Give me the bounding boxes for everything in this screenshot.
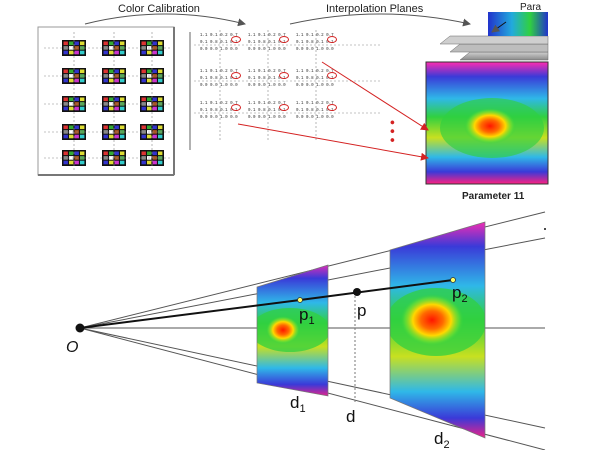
interpolation-arrow: [289, 13, 471, 27]
matrix-row-text: 0.0 0.0 1.0 0.0: [200, 116, 238, 120]
stacked-plane: [459, 51, 549, 61]
matrix-row-text: 0.1 0.8 0.1 0.1: [296, 77, 334, 81]
d1-label: d1: [290, 393, 306, 415]
selected-entry-marker: [231, 36, 241, 43]
matrix-row-text: 1.1 0.1 0.2 0.7: [296, 70, 334, 74]
matrix-row-text: 0.0 0.0 1.0 0.0: [296, 48, 334, 52]
parameter-top-label: Para: [520, 2, 542, 13]
origin-label: O: [66, 339, 78, 356]
matrix-row-text: 0.1 0.8 0.1 0.1: [296, 41, 334, 45]
ellipsis-dots: • • •: [385, 120, 401, 143]
matrix-row-text: 1.1 0.1 0.2 0.7: [296, 102, 334, 106]
matrix-row-text: 1.1 0.1 0.2 0.7: [200, 34, 238, 38]
stacked-plane: [449, 43, 549, 53]
selected-entry-marker: [279, 104, 289, 111]
p2-label: p2: [452, 283, 468, 305]
selected-entry-marker: [231, 104, 241, 111]
mapping-arrow: [237, 123, 429, 161]
selected-entry-marker: [279, 72, 289, 79]
calibration-arrow: [84, 13, 246, 27]
selected-entry-marker: [231, 72, 241, 79]
selected-entry-marker: [327, 104, 337, 111]
ray-to-p1: [79, 299, 301, 329]
matrix-row-text: 0.0 0.0 1.0 0.0: [248, 48, 286, 52]
transform-matrix: 1.1 0.1 0.2 0.7 0.1 0.8 0.1 0.1 0.0 0.0 1.…: [296, 102, 337, 120]
matrix-row-text: 1.1 0.1 0.2 0.7: [200, 70, 238, 74]
selected-entry-marker: [327, 72, 337, 79]
color-chart-grid: [44, 32, 170, 170]
matrix-row-text: 0.1 0.8 0.1 0.1: [248, 109, 286, 113]
matrix-row-text: 0.1 0.8 0.1 0.1: [200, 77, 238, 81]
p-point: [353, 288, 361, 296]
stacked-plane: [439, 35, 549, 45]
color-calibration-label: Color Calibration: [118, 3, 200, 15]
parameter-top-plane: [488, 12, 548, 36]
p2-point: [450, 277, 456, 283]
matrix-row-text: 1.1 0.1 0.2 0.7: [248, 34, 286, 38]
matrix-row-text: 0.0 0.0 1.0 0.0: [200, 48, 238, 52]
matrix-row-text: 0.1 0.8 0.1 0.1: [296, 109, 334, 113]
far-plane-heatmap: [390, 222, 485, 438]
p-label: p: [357, 301, 366, 320]
matrix-row-text: 0.1 0.8 0.1 0.1: [200, 41, 238, 45]
transform-matrix: 1.1 0.1 0.2 0.7 0.1 0.8 0.1 0.1 0.0 0.0 1.…: [200, 70, 241, 88]
d2-label: d2: [434, 429, 450, 450]
matrix-row-text: 1.1 0.1 0.2 0.7: [296, 34, 334, 38]
matrix-row-text: 0.0 0.0 1.0 0.0: [200, 84, 238, 88]
transform-matrix: 1.1 0.1 0.2 0.7 0.1 0.8 0.1 0.1 0.0 0.0 1.…: [200, 102, 241, 120]
selected-entry-marker: [327, 36, 337, 43]
transform-matrix: 1.1 0.1 0.2 0.7 0.1 0.8 0.1 0.1 0.0 0.0 1.…: [296, 70, 337, 88]
interpolation-planes-label: Interpolation Planes: [326, 3, 424, 15]
transform-matrix: 1.1 0.1 0.2 0.7 0.1 0.8 0.1 0.1 0.0 0.0 1.…: [248, 34, 289, 52]
matrix-row-text: 0.0 0.0 1.0 0.0: [296, 116, 334, 120]
near-plane-heatmap: [257, 265, 328, 396]
parameter-heatmap: [425, 61, 549, 185]
matrix-row-text: 0.1 0.8 0.1 0.1: [200, 109, 238, 113]
p1-label: p1: [299, 305, 315, 327]
p1-p2-segment: [299, 279, 454, 301]
matrix-grid: 1.1 0.1 0.2 0.7 0.1 0.8 0.1 0.1 0.0 0.0 1.…: [194, 30, 380, 140]
matrix-row-text: 0.1 0.8 0.1 0.1: [248, 41, 286, 45]
matrix-row-text: 1.1 0.1 0.2 0.7: [248, 102, 286, 106]
parameter-bottom-label: Parameter 11: [462, 191, 525, 202]
selected-entry-marker: [279, 36, 289, 43]
origin-point: [75, 323, 85, 333]
p1-point: [297, 297, 303, 303]
matrix-row-text: 1.1 0.1 0.2 0.7: [248, 70, 286, 74]
transform-matrix: 1.1 0.1 0.2 0.7 0.1 0.8 0.1 0.1 0.0 0.0 1.…: [248, 102, 289, 120]
d-label: d: [346, 407, 355, 426]
mapping-arrow: [321, 61, 429, 131]
matrix-row-text: 0.0 0.0 1.0 0.0: [248, 84, 286, 88]
matrix-row-text: 0.0 0.0 1.0 0.0: [248, 116, 286, 120]
transform-matrix: 1.1 0.1 0.2 0.7 0.1 0.8 0.1 0.1 0.0 0.0 1.…: [200, 34, 241, 52]
transform-matrix: 1.1 0.1 0.2 0.7 0.1 0.8 0.1 0.1 0.0 0.0 1.…: [248, 70, 289, 88]
matrix-row-text: 0.0 0.0 1.0 0.0: [296, 84, 334, 88]
transform-matrix: 1.1 0.1 0.2 0.7 0.1 0.8 0.1 0.1 0.0 0.0 1.…: [296, 34, 337, 52]
matrix-row-text: 0.1 0.8 0.1 0.1: [248, 77, 286, 81]
matrix-row-text: 1.1 0.1 0.2 0.7: [200, 102, 238, 106]
